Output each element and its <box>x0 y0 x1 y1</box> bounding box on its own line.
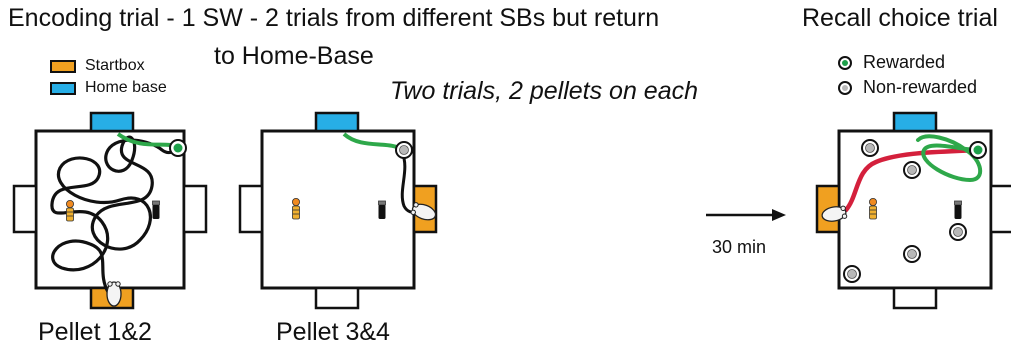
recall-well-3 <box>949 223 967 241</box>
arena-1-orange-cue <box>66 199 74 222</box>
arena-2-well <box>395 141 413 159</box>
non-rewarded-dot-icon <box>838 80 852 95</box>
arena-2-floor <box>260 129 416 290</box>
encoding-title-line1: Encoding trial - 1 SW - 2 trials from di… <box>8 4 660 32</box>
startbox-swatch <box>50 59 76 73</box>
recall-well-1 <box>861 139 879 157</box>
arena-1-path <box>50 135 180 294</box>
arena2-caption: Pellet 3&4 <box>276 318 390 346</box>
arena-2-side-box-bottom <box>314 286 360 310</box>
legend-non-rewarded: Non-rewarded <box>838 77 977 98</box>
legend-home-base-label: Home base <box>85 79 167 96</box>
recall-orange-cue <box>869 197 877 220</box>
legend-startbox: Startbox <box>50 57 145 75</box>
arena-1-side-box-right <box>182 184 208 234</box>
arena-1-rat-icon <box>106 281 122 307</box>
recall-side-box-bottom <box>892 286 938 310</box>
trials-note: Two trials, 2 pellets on each <box>390 77 699 105</box>
rewarded-dot-icon <box>838 55 852 70</box>
recall-home-base <box>892 111 938 133</box>
recall-rewarded-well <box>969 141 987 159</box>
delay-label: 30 min <box>712 237 767 257</box>
arena-2-home-base <box>314 111 360 133</box>
legend-home-base: Home base <box>50 79 167 97</box>
legend-non-rewarded-label: Non-rewarded <box>863 77 978 97</box>
arena-2-orange-cue <box>291 197 301 220</box>
recall-arena <box>815 111 1011 310</box>
arena-1-reward-well <box>169 139 187 157</box>
recall-black-cue <box>954 200 962 220</box>
arena-1-black-cue <box>152 200 160 220</box>
encoding-title-line2: to Home-Base <box>214 42 374 70</box>
recall-well-5 <box>843 265 861 283</box>
legend-rewarded-label: Rewarded <box>863 52 946 72</box>
arena1-caption: Pellet 1&2 <box>38 318 152 346</box>
legend-rewarded: Rewarded <box>838 52 945 73</box>
legend-startbox-label: Startbox <box>85 57 145 74</box>
arena-2-side-box-left <box>238 184 264 234</box>
recall-side-box-right <box>989 184 1011 234</box>
arena-1-home-base <box>89 111 135 133</box>
home-base-swatch <box>50 81 76 95</box>
recall-red-path <box>843 147 981 213</box>
delay-arrow <box>706 209 786 221</box>
arena-1-side-box-left <box>12 184 38 234</box>
arena-2-black-cue <box>378 200 386 220</box>
recall-well-2 <box>903 161 921 179</box>
recall-title: Recall choice trial <box>802 4 998 32</box>
recall-green-path <box>916 134 982 183</box>
arena-2 <box>238 111 439 310</box>
arena-1 <box>12 111 208 310</box>
recall-well-4 <box>903 245 921 263</box>
